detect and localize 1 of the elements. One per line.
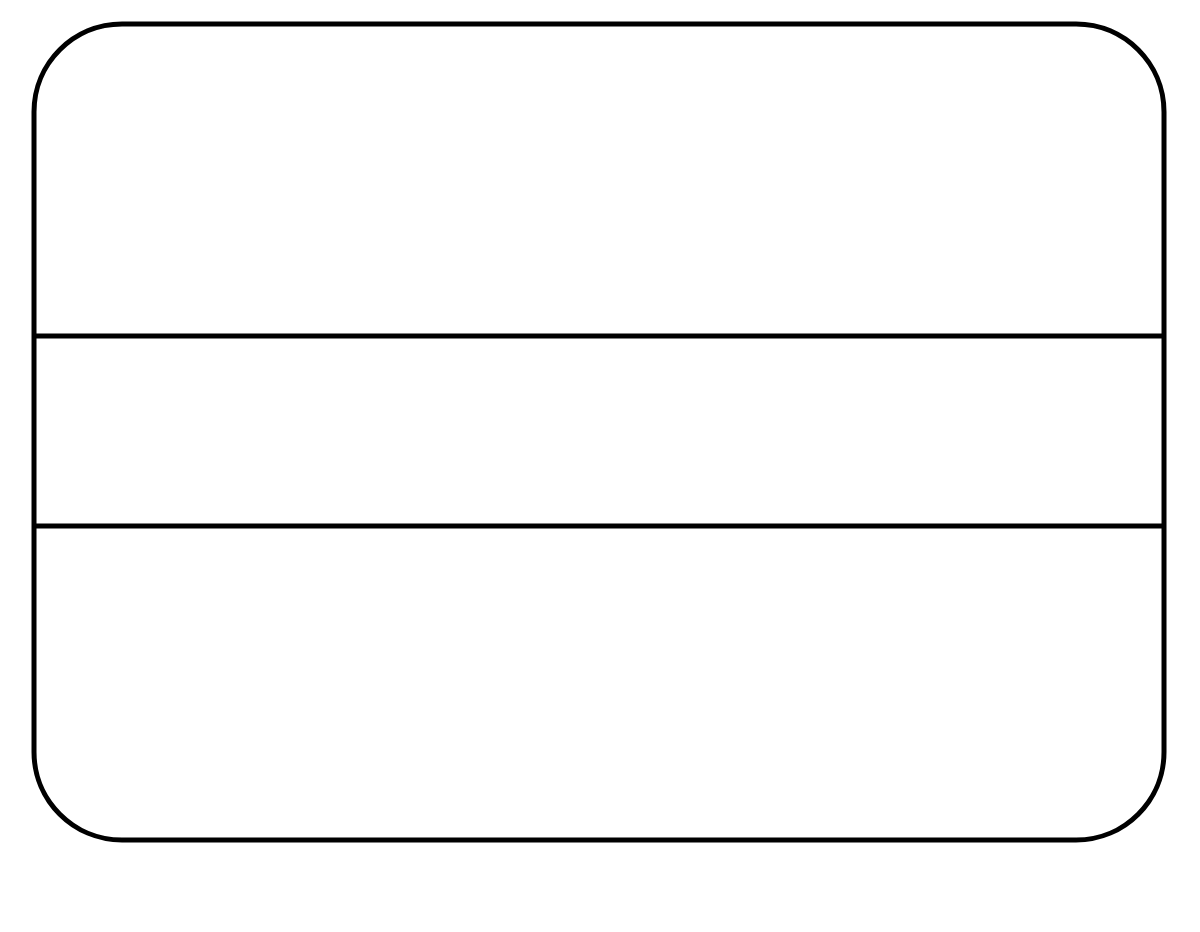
card-outline (31, 21, 1167, 843)
